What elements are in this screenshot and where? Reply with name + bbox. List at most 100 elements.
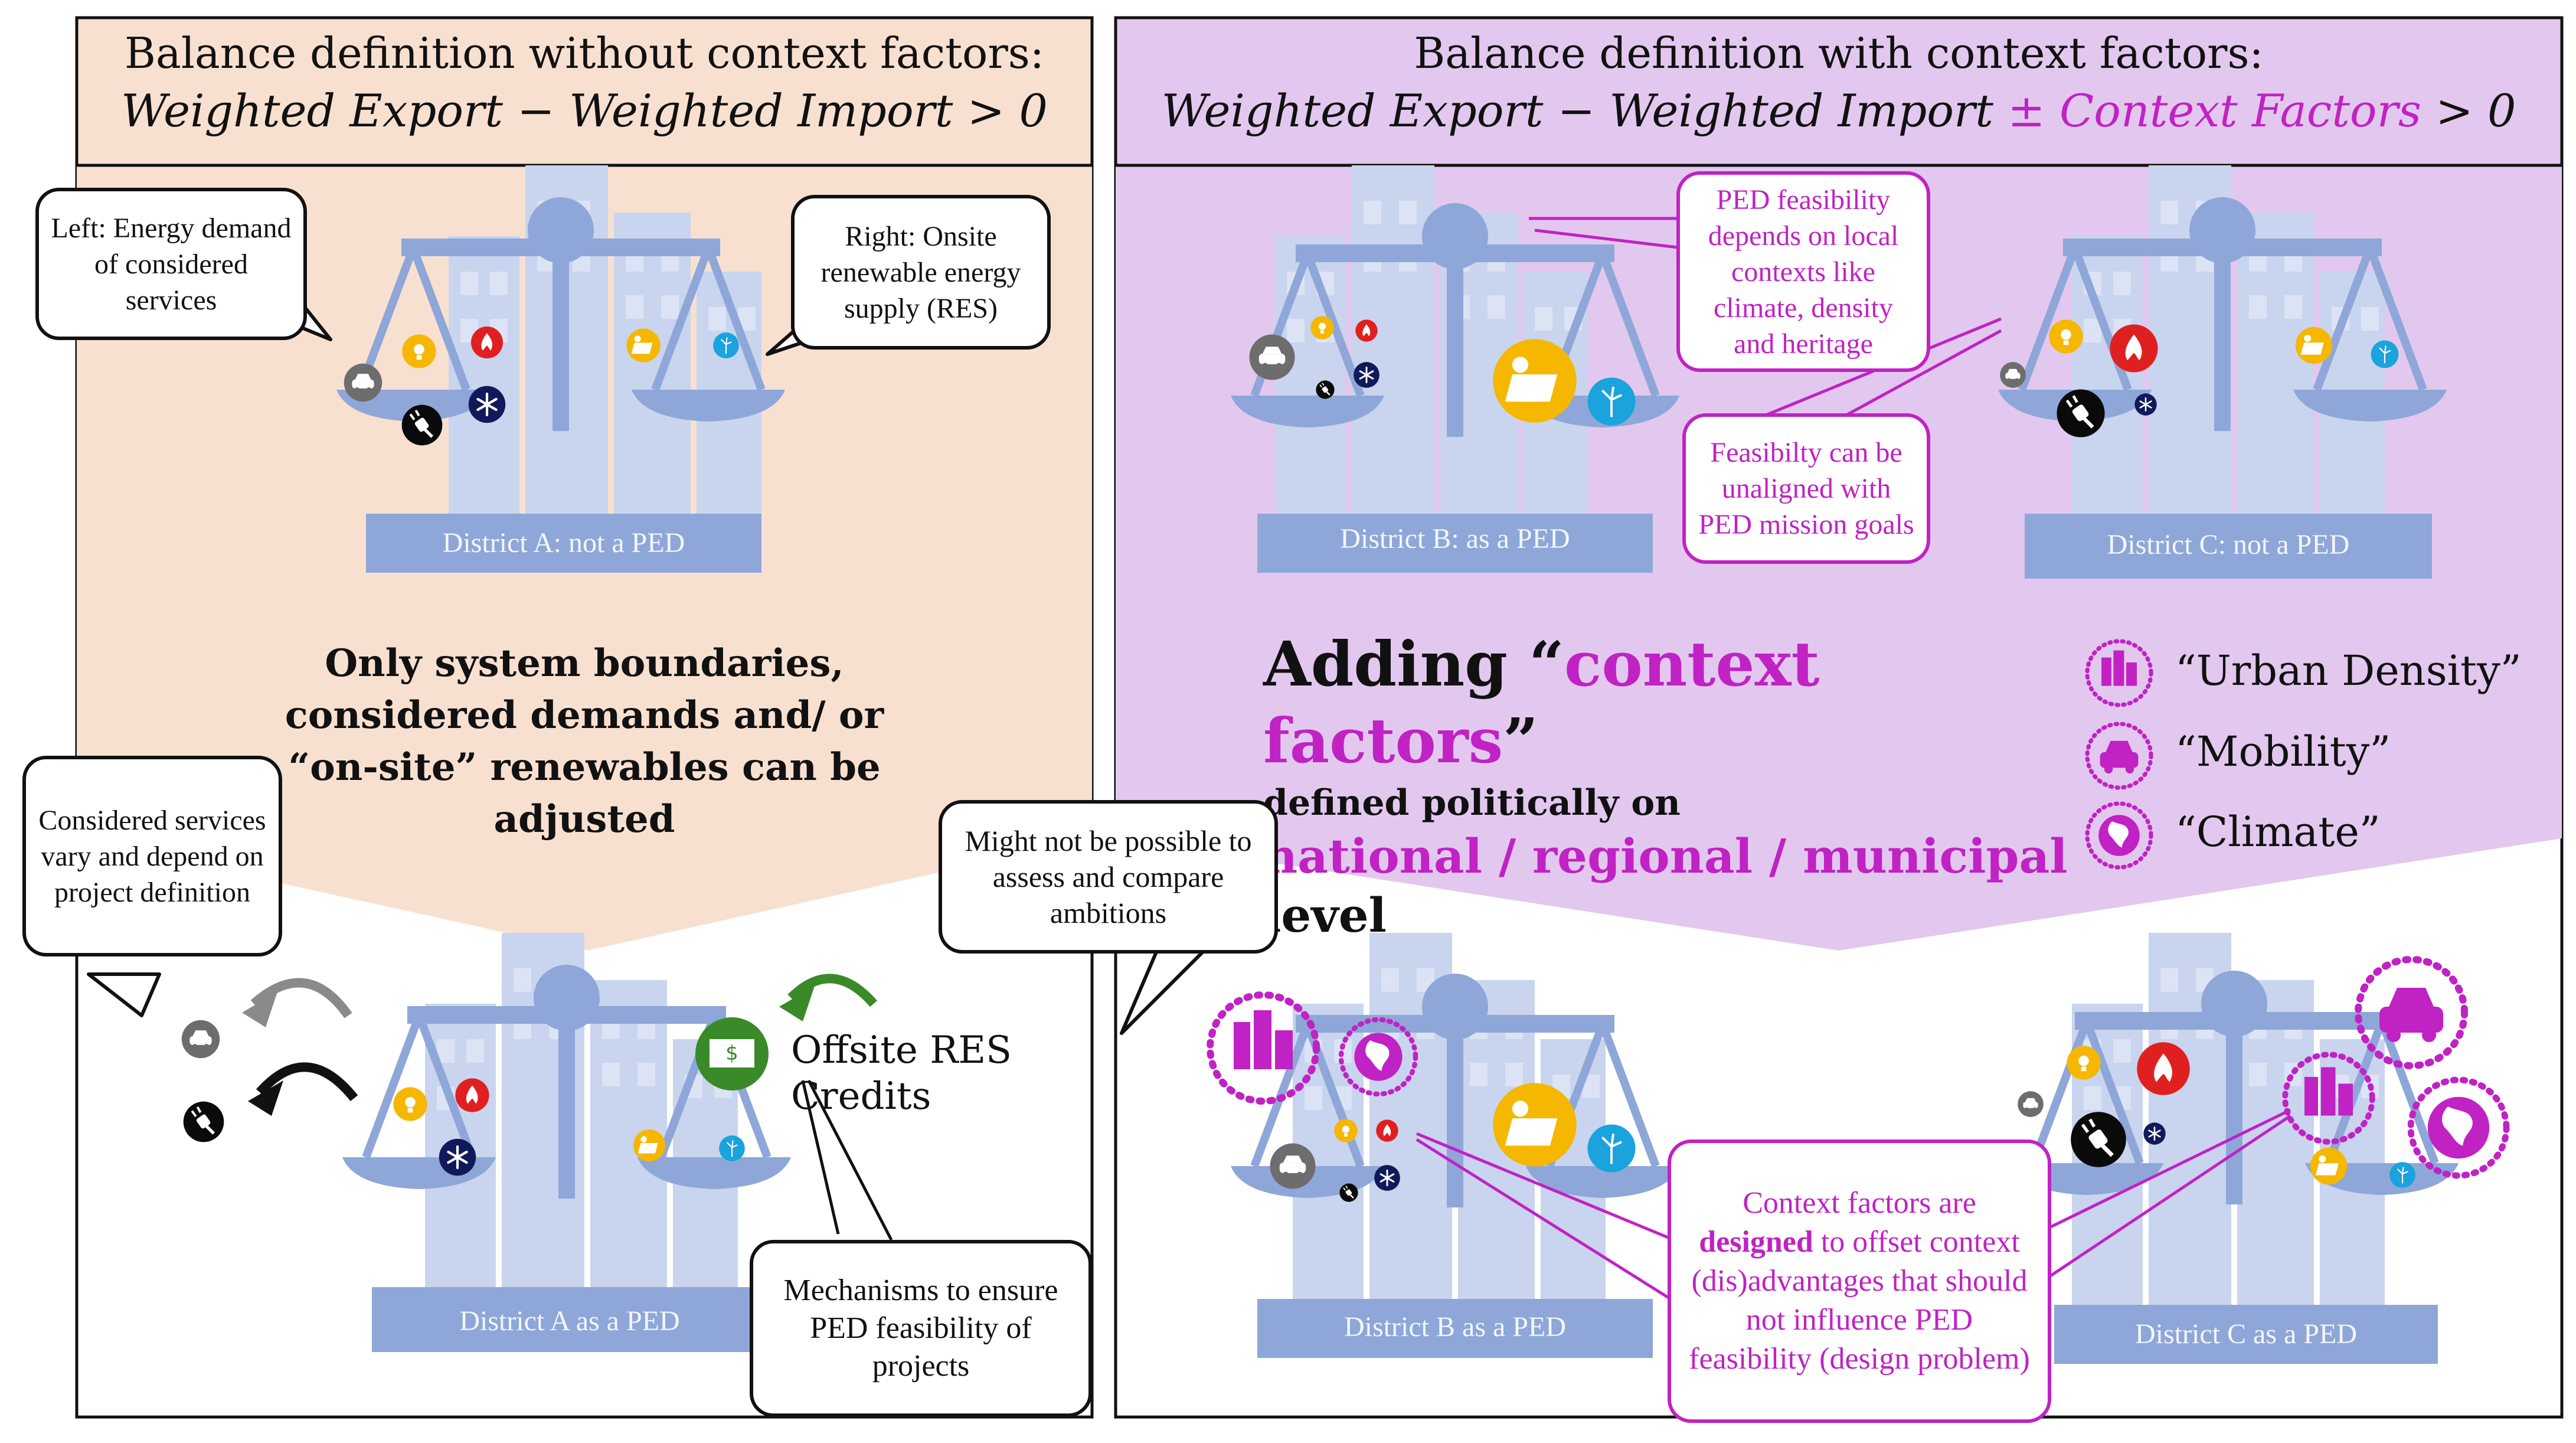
legend-urban-density: “Urban Density” [2175,647,2522,695]
district-c-bottom-label-bar [2054,1305,2438,1364]
solar-icon [626,328,661,363]
car-icon [1270,1143,1316,1189]
wind-icon [1586,1123,1637,1174]
bulb-icon [402,334,436,368]
district-b-bottom-label: District B as a PED [1344,1311,1566,1343]
district-b-bottom-label-bar [1257,1299,1653,1358]
right-header: Balance definition with context factors:… [1116,25,2562,141]
solar-icon [1493,339,1577,423]
arrow-gray-curve [250,978,352,1018]
snowflake-icon [2143,1122,2166,1145]
adding-line2: defined politically on [1263,782,1681,824]
plug-icon [1339,1183,1359,1203]
wind-icon [1586,376,1637,427]
design-bold: designed [1699,1225,1813,1259]
left-header: Balance definition without context facto… [77,25,1092,141]
wind-icon [718,1135,746,1162]
snowflake-icon [1352,361,1381,389]
solar-icon [2310,1147,2348,1185]
wind-icon [2389,1161,2416,1189]
callout-unaligned-goals: Feasibilty can be unaligned with PED mis… [1682,413,1930,564]
snowflake-icon [1373,1164,1401,1192]
plug-icon [1315,380,1335,400]
adding-level-word: level [1263,887,1387,943]
eq-import: Weighted Import [1609,84,1993,137]
wind-icon [2370,339,2400,369]
car-icon-removed [181,1020,220,1059]
callout-mechanisms: Mechanisms to ensure PED feasibility of … [750,1240,1092,1417]
solar-icon [1493,1083,1577,1167]
fire-icon [1355,319,1378,342]
fire-icon [2110,324,2158,373]
eq-gt: > 0 [967,84,1048,137]
callout-pointer-mechanisms-a [801,1080,840,1235]
callout-energy-demand: Left: Energy demand of considered servic… [35,188,307,340]
district-a-top-label-bar [366,514,761,573]
eq-export: Weighted Export [121,84,503,137]
bulb-icon [393,1087,427,1121]
legend-climate: “Climate” [2175,808,2381,856]
design-part1: Context factors are [1743,1186,1976,1220]
callout-onsite-res: Right: Onsite renewable energy supply (R… [791,195,1051,350]
eq-import: Weighted Import [568,84,953,137]
district-b-top-label: District B: as a PED [1340,523,1570,554]
bulb-icon [2049,319,2083,354]
right-header-title: Balance definition with context factors: [1414,28,2264,78]
district-c-top-label: District C: not a PED [2107,529,2350,560]
adding-prefix: Adding “ [1263,628,1564,700]
callout-pointer-unaligned [1741,317,2002,427]
callout-design-problem: Context factors are designed to offset c… [1668,1140,2051,1423]
left-header-title: Balance definition without context facto… [125,28,1044,78]
wind-icon [712,332,740,359]
plug-icon [402,405,443,446]
adding-context-factors: Adding “context factors” defined politic… [1263,626,2090,945]
fire-icon [470,326,504,359]
left-header-box [75,16,1094,167]
legend-mobility: “Mobility” [2175,727,2391,776]
left-header-equation: Weighted Export − Weighted Import > 0 [77,81,1092,141]
eq-context-factors: Context Factors [2059,84,2421,137]
fire-icon [455,1078,489,1112]
fire-icon [2137,1042,2190,1095]
right-header-equation: Weighted Export − Weighted Import ± Cont… [1116,81,2562,141]
adding-levels: national / regional / municipal [1263,828,2068,884]
car-icon [344,363,383,402]
callout-pointer-mechanisms-b [807,1079,893,1241]
arrow-green-curve [787,974,878,1007]
snowflake-icon [469,386,505,423]
callout-ped-feasibility: PED feasibility depends on local context… [1676,171,1930,372]
adding-highlight: context factors [1263,628,1820,777]
district-a-bottom-label: District A as a PED [459,1305,680,1337]
callout-design-text: Context factors are designed to offset c… [1683,1184,2036,1379]
eq-minus: − [1557,84,1596,137]
adding-heading: Adding “context factors” [1263,626,2090,779]
callout-compare-ambitions: Might not be possible to assess and comp… [939,800,1278,954]
bulb-icon [1310,316,1334,339]
eq-gt: > 0 [2436,84,2516,137]
callout-pointer-design-right [2047,1108,2291,1230]
callout-tail-services [87,972,161,1017]
snowflake-icon [439,1139,476,1176]
adding-levels-line: national / regional / municipal level [1263,827,2090,945]
adjustment-statement: Only system boundaries, considered deman… [285,641,884,841]
eq-minus: − [517,84,555,137]
car-icon [2000,362,2026,388]
eq-export: Weighted Export [1161,84,1544,137]
district-a-top-label: District A: not a PED [442,527,685,559]
plug-icon [2071,1112,2126,1167]
car-icon [2018,1091,2044,1117]
adding-suffix: ” [1503,704,1539,777]
right-header-box [1114,16,2564,167]
eq-plusminus: ± [2008,84,2045,137]
plug-icon [2057,389,2104,437]
plug-icon-removed [184,1102,224,1142]
district-c-top-label-bar [2025,514,2432,579]
bulb-icon [1334,1119,1358,1142]
snowflake-icon [2134,393,2157,416]
arrow-black-curve [256,1062,358,1102]
bulb-icon [2067,1046,2101,1080]
offsite-res-credits-label: Offsite RES Credits [791,1029,1012,1118]
district-b-top-label-bar [1257,514,1653,573]
svg-text:$: $ [725,1042,738,1065]
car-icon [1249,334,1295,380]
